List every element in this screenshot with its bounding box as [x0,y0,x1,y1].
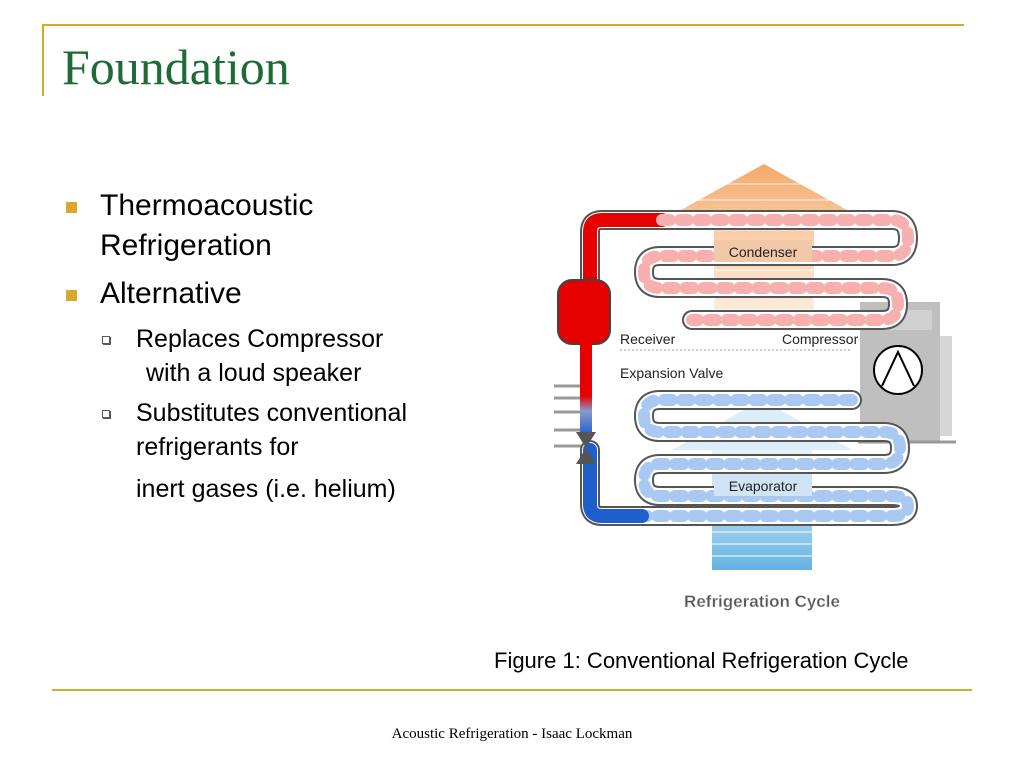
sub-bullet-item: Substitutes conventional refrigerants fo… [60,396,480,506]
sub-bullet-line: refrigerants for [136,433,299,461]
expansion-valve-label: Expansion Valve [620,365,723,381]
evaporator-coil [580,390,919,526]
bottom-rule [52,689,972,691]
bullet-text: Alternative [100,277,242,310]
checkbox-bullet-icon [102,336,110,344]
checkbox-bullet-icon [102,410,110,418]
bullet-item: Alternative [60,274,480,314]
top-rule [42,24,964,26]
diagram-title: Refrigeration Cycle [684,592,840,611]
condenser-label-bg [714,240,812,262]
sub-bullet-line: with a loud speaker [146,359,362,387]
refrigeration-cycle-diagram: Condenser Receiver Compressor Expansion … [554,164,956,611]
footer-text: Acoustic Refrigeration - Isaac Lockman [391,726,633,742]
condenser-coil [580,210,919,330]
evaporator-label-bg [714,474,812,496]
page-title: Foundation [62,39,290,95]
sub-bullet-item: Replaces Compressor with a loud speaker [60,322,480,390]
sub-bullet-line: Replaces Compressor [136,325,384,353]
receiver-tank [557,279,611,464]
square-bullet-icon [66,202,77,213]
left-rule [42,24,44,96]
receiver-label: Receiver [620,331,676,347]
sub-bullet-line: inert gases (i.e. helium) [136,475,396,503]
condenser-label: Condenser [729,244,798,260]
square-bullet-icon [66,290,77,301]
evaporator-label: Evaporator [729,478,798,494]
bullet-text: Thermoacoustic Refrigeration [100,189,314,262]
sub-bullet-line: Substitutes conventional [136,399,408,427]
bullet-list: Thermoacoustic Refrigeration Alternative… [60,186,480,512]
compressor-label: Compressor [782,331,859,347]
footer: Acoustic Refrigeration - Isaac Lockman [0,726,1024,743]
figure-caption: Figure 1: Conventional Refrigeration Cyc… [494,648,909,673]
bullet-item: Thermoacoustic Refrigeration [60,186,480,266]
